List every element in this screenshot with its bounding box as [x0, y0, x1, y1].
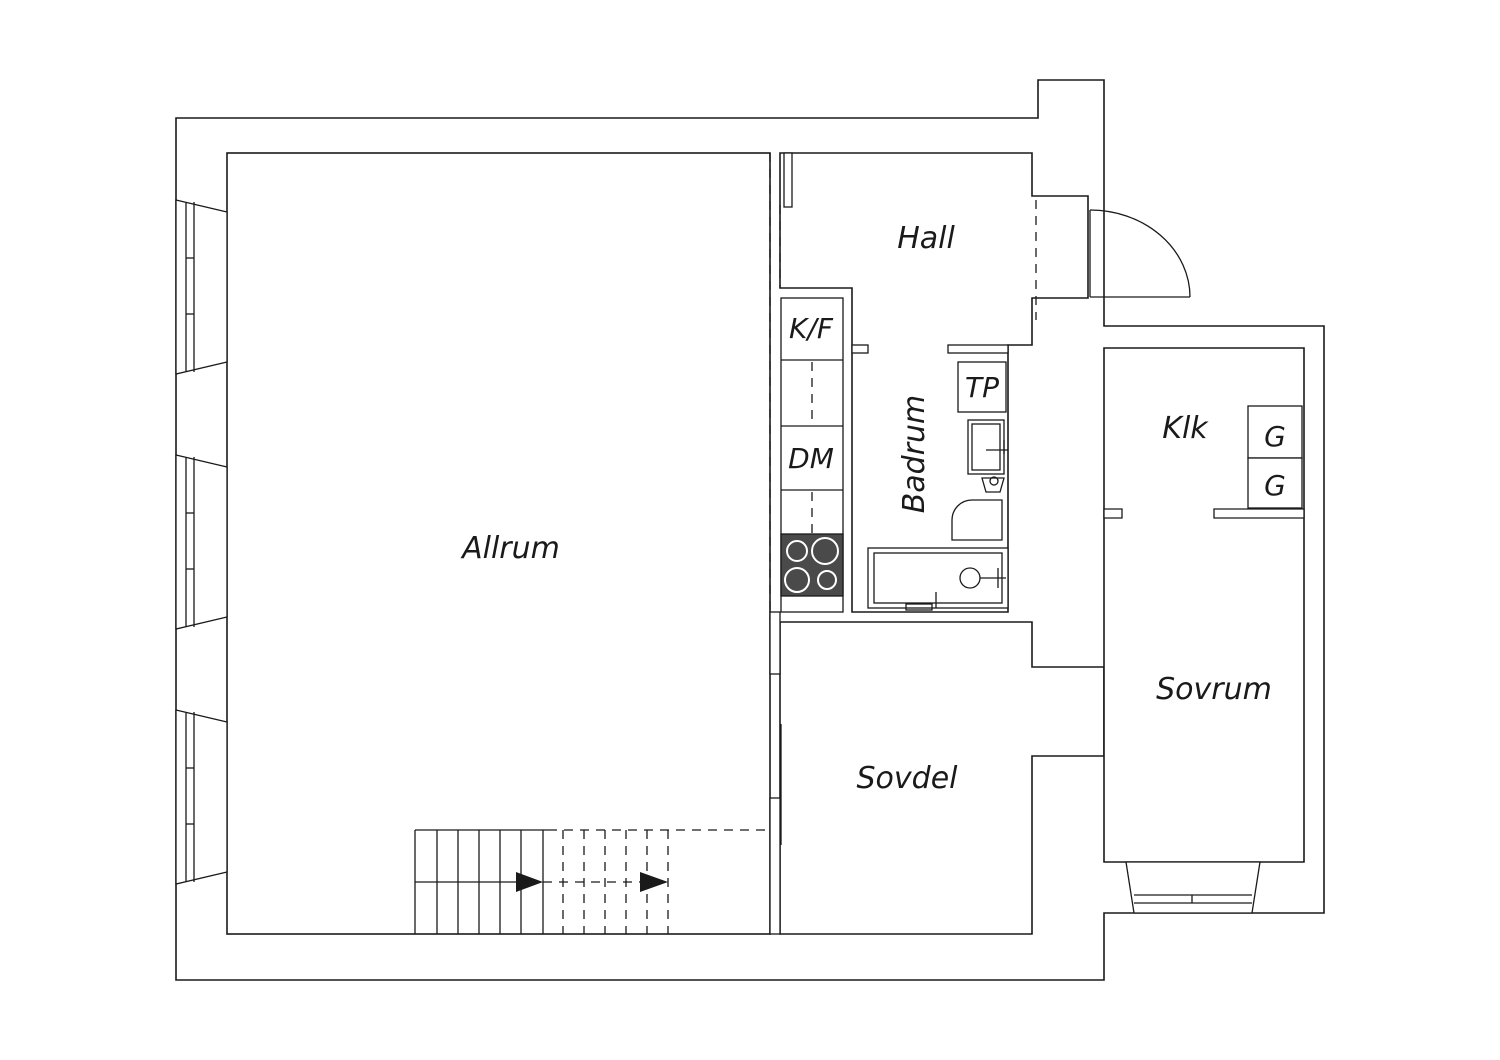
sink-icon — [967, 419, 1008, 475]
g-box-1 — [1247, 405, 1303, 459]
fixture-label-tp: TP — [965, 371, 999, 404]
fixture-label-g1: G — [1264, 420, 1286, 453]
window-left-1 — [175, 199, 228, 375]
window-left-3 — [175, 709, 228, 885]
fixture-label-dm: DM — [788, 442, 834, 475]
room-label-allrum: Allrum — [460, 531, 560, 566]
fixture-label-kf: K/F — [789, 312, 834, 345]
toilet-icon — [951, 476, 1005, 541]
entrance-door — [1089, 209, 1191, 298]
window-sovrum — [1125, 861, 1261, 914]
room-hall — [779, 152, 1089, 613]
tp-box — [957, 361, 1007, 413]
arrow-right-icon — [516, 872, 543, 892]
room-label-sovrum: Sovrum — [1156, 672, 1272, 707]
stairs — [414, 829, 770, 934]
room-label-hall: Hall — [897, 221, 955, 256]
fixture-label-g2: G — [1264, 469, 1286, 502]
room-allrum — [226, 152, 771, 935]
bathtub-icon — [867, 547, 1009, 611]
g-box-2 — [1247, 457, 1303, 509]
wall-details — [769, 152, 1305, 935]
stove-icon — [780, 533, 844, 597]
room-label-klk: Klk — [1162, 411, 1209, 446]
room-label-badrum: Badrum — [897, 395, 932, 514]
window-left-2 — [175, 454, 228, 630]
arrow-right-icon — [640, 872, 668, 892]
room-label-sovdel: Sovdel — [857, 761, 959, 796]
